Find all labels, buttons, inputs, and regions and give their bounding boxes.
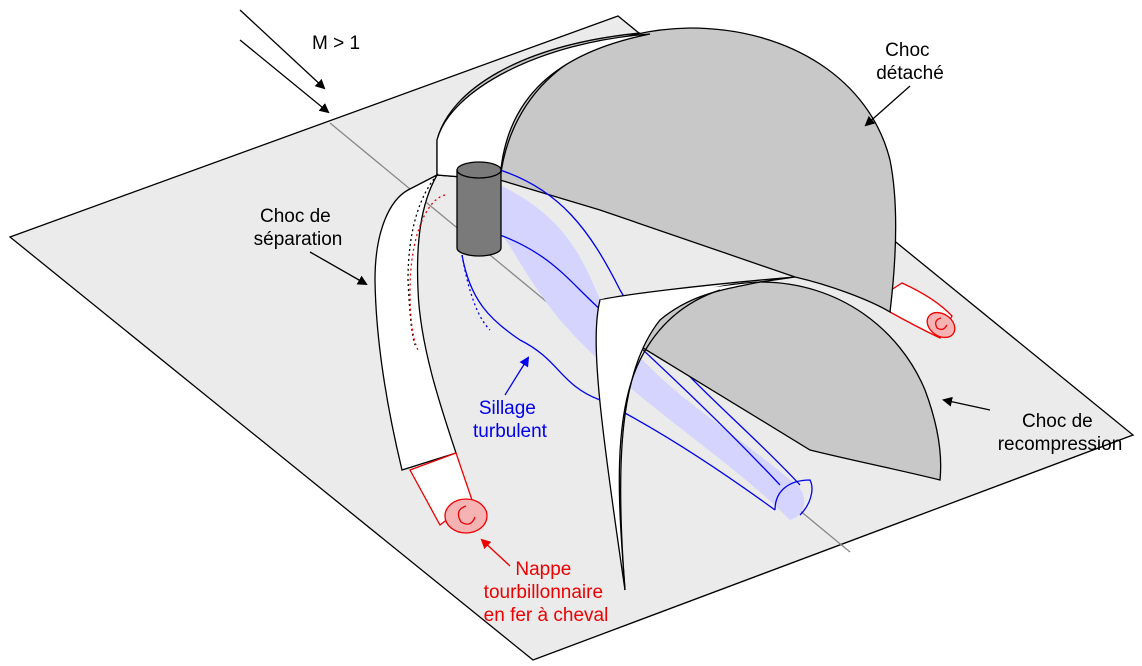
freestream-arrow-1	[239, 9, 326, 90]
turbulent-wake-arrow	[504, 356, 530, 396]
vortex-tube-right	[887, 282, 956, 339]
freestream-arrow-2	[239, 39, 330, 114]
detached-shock-label: Choc détaché	[876, 40, 944, 84]
horseshoe-vortex-label: Nappe tourbillonnaire en fer à cheval	[484, 559, 609, 626]
vortex-tube-left	[409, 452, 488, 534]
recompression-shock-outline	[595, 281, 761, 591]
flat-plate	[8, 15, 1135, 661]
separation-shock-dotted-edge	[407, 174, 438, 346]
detached-shock-arrow	[864, 85, 911, 127]
recompression-front-loop	[618, 289, 721, 591]
cylinder	[456, 161, 502, 257]
mach-label: M > 1	[312, 33, 360, 54]
recompression-shock-arrow	[942, 396, 991, 411]
turbulent-wake-label: Sillage turbulent	[473, 398, 548, 442]
recompression-shock-label: Choc de recompression	[998, 411, 1123, 455]
separation-shock	[374, 173, 457, 471]
separation-shock-label: Choc de séparation	[254, 206, 343, 250]
turbulent-wake	[461, 169, 813, 520]
separation-shock-arrow	[309, 251, 368, 285]
horseshoe-vortex-arrow	[480, 538, 511, 567]
detached-shock-front-edge	[436, 33, 651, 181]
